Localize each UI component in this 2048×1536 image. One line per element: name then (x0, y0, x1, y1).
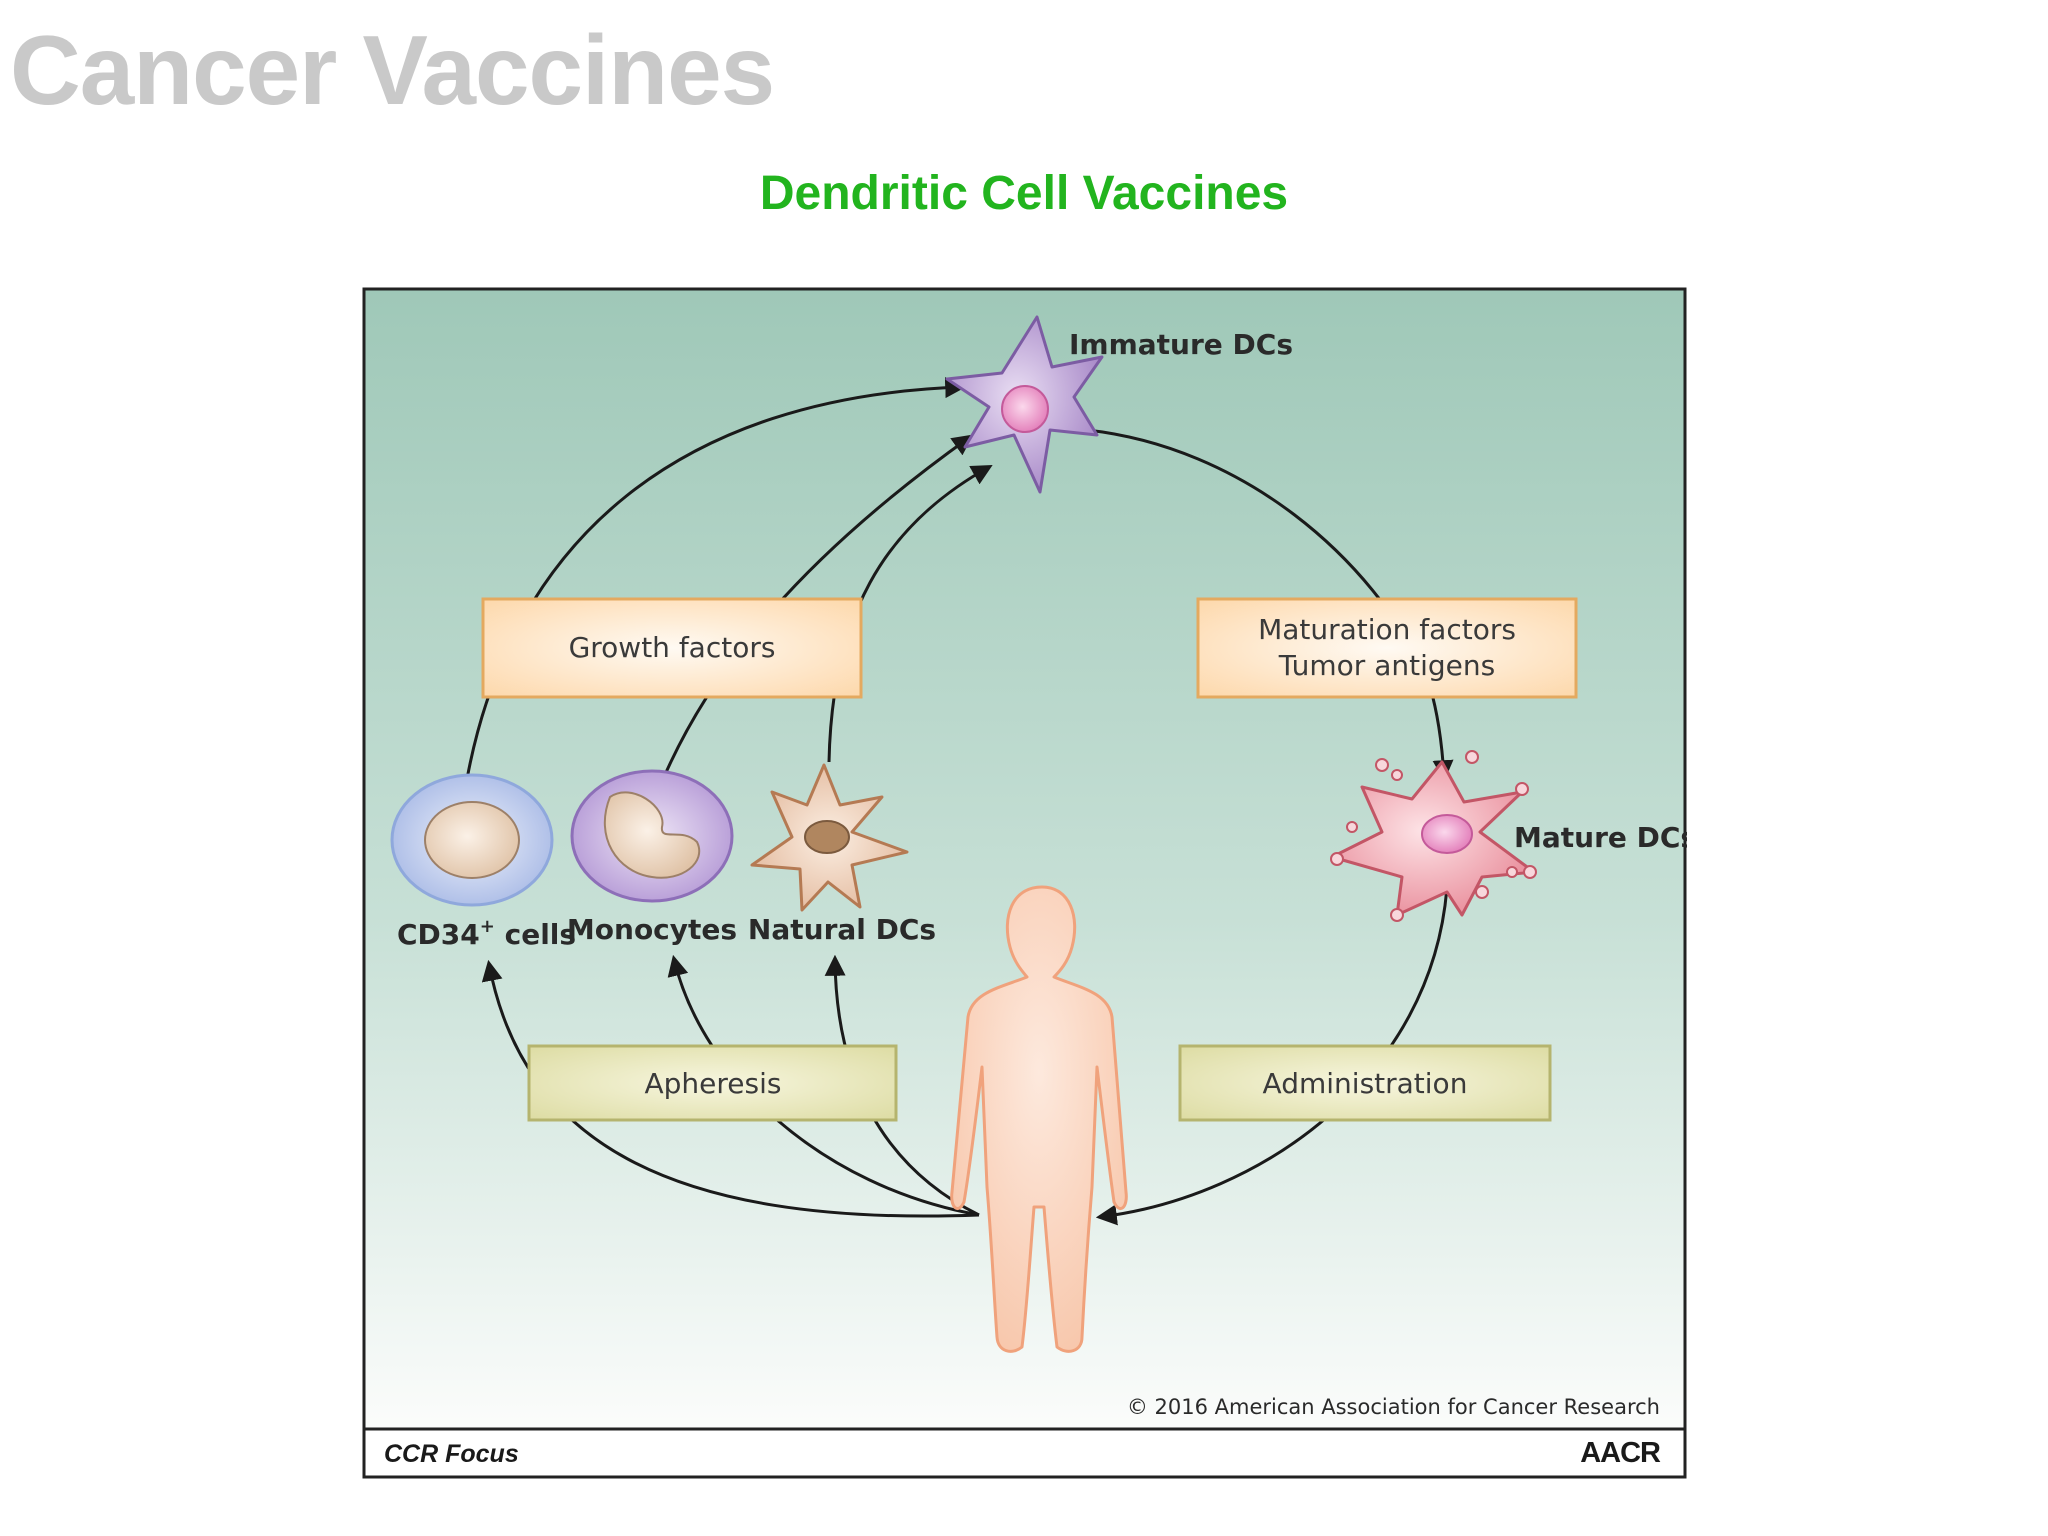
mature-dc-cell (1330, 750, 1537, 922)
immature-dcs-label: Immature DCs (1069, 328, 1293, 361)
figure-frame (362, 287, 1687, 1479)
monocyte-cell (570, 769, 734, 903)
slide-subtitle: Dendritic Cell Vaccines (759, 167, 1289, 220)
copyright-text: © 2016 American Association for Cancer R… (1127, 1395, 1660, 1419)
immature-dc-cell (945, 315, 1104, 494)
growth-factors-box: Growth factors (481, 597, 863, 699)
growth-factors-label: Growth factors (569, 631, 776, 664)
human-figure (950, 885, 1128, 1353)
maturation-factors-box: Maturation factors Tumor antigens (1196, 597, 1578, 699)
cd34-cells-label: CD34+ cells (397, 916, 576, 951)
maturation-factors-label: Maturation factors (1258, 613, 1516, 646)
tumor-antigens-label: Tumor antigens (1278, 649, 1495, 682)
footer-ccr-focus: CCR Focus (384, 1440, 519, 1468)
administration-label: Administration (1263, 1067, 1468, 1100)
natural-dcs-label: Natural DCs (748, 913, 936, 946)
footer-aacr-logo: AACR (1580, 1437, 1661, 1469)
apheresis-label: Apheresis (645, 1067, 782, 1100)
monocytes-label: Monocytes (567, 913, 737, 946)
arrow-natural-to-immature (827, 464, 993, 763)
cd34-cell (390, 773, 554, 907)
administration-box: Administration (1178, 1044, 1552, 1122)
mature-dcs-label: Mature DCs (1514, 821, 1687, 854)
dendritic-cell-vaccine-figure: Growth factors Maturation factors Tumor … (362, 287, 1687, 1479)
natural-dc-cell (750, 763, 909, 912)
slide-title: Cancer Vaccines (10, 15, 775, 125)
apheresis-box: Apheresis (527, 1044, 898, 1122)
arrow-apheresis-to-cd34 (481, 959, 980, 1218)
